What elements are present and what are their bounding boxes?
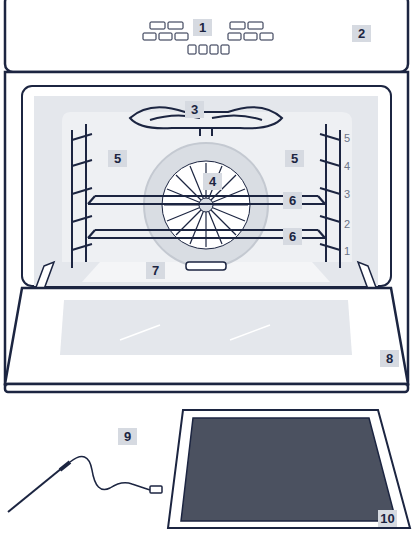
shelf-number: 4 [344, 160, 350, 173]
callout-number: 3 [185, 101, 204, 118]
glass-glare [120, 325, 270, 340]
meat-probe [8, 457, 162, 512]
callout-number: 6 [283, 228, 302, 245]
callout-number: 1 [193, 19, 212, 36]
callout-number: 8 [380, 350, 399, 367]
oven-door [5, 288, 408, 384]
callout-number: 9 [118, 428, 137, 445]
cavity-back [62, 112, 352, 262]
tray-surface [181, 418, 396, 521]
shelf-number: 5 [344, 132, 350, 145]
callout-number: 7 [146, 262, 165, 279]
door-glass [60, 300, 352, 355]
side-racks [72, 124, 340, 268]
callout-number: 5 [285, 150, 304, 167]
callout-number: 2 [352, 25, 371, 42]
control-panel [5, 0, 408, 72]
grill-element [130, 107, 282, 136]
callout-number: 5 [108, 150, 127, 167]
oven-body [5, 72, 408, 385]
shelf-number: 1 [344, 245, 350, 258]
shelf-number: 2 [344, 218, 350, 231]
cavity-floor [82, 262, 330, 282]
oven-lamp [186, 262, 226, 270]
oven-cavity [34, 96, 378, 286]
door-frame [22, 86, 391, 286]
shelf-number: 3 [344, 188, 350, 201]
door-edge [5, 384, 408, 392]
callout-number: 6 [283, 192, 302, 209]
callout-number: 4 [203, 173, 222, 190]
callout-number: 10 [378, 510, 397, 527]
baking-tray [168, 410, 410, 528]
